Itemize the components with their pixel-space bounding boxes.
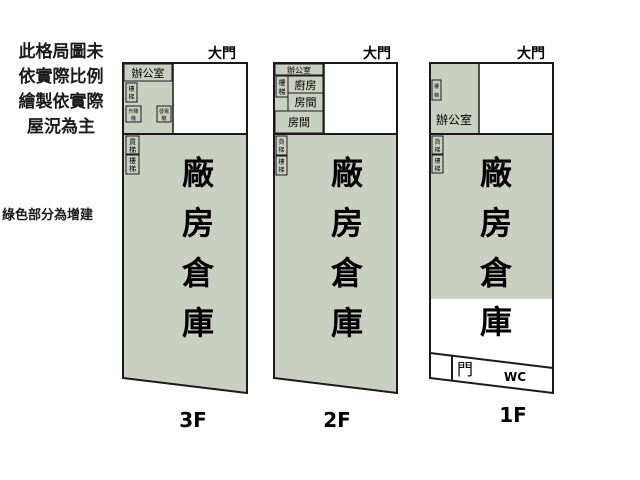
gate-label: 大門 bbox=[517, 45, 545, 62]
warehouse-label: 倉 bbox=[330, 254, 364, 292]
generator-label: 發電 bbox=[159, 108, 169, 115]
freight-lift-room bbox=[125, 135, 140, 155]
warehouse-label: 房 bbox=[331, 204, 363, 242]
warehouse-label: 倉 bbox=[181, 254, 215, 292]
disclaimer-note: 此格局圖未 依實際比例 繪製依實際 屋況為主 bbox=[0, 40, 122, 140]
freight-lift-label: 貨 bbox=[434, 138, 440, 146]
warehouse-label: 庫 bbox=[182, 304, 214, 342]
floor-label: 3F bbox=[179, 408, 207, 432]
warehouse-label: 房 bbox=[480, 204, 512, 242]
open-area bbox=[324, 63, 397, 134]
freight-lift-label: 梯 bbox=[278, 146, 284, 154]
freight-lift-label: 貨 bbox=[129, 137, 136, 146]
stair-label: 樓 bbox=[279, 78, 286, 87]
stair-label: 梯 bbox=[278, 166, 284, 174]
freight-lift-label: 貨 bbox=[278, 138, 284, 146]
bedroom-label: 房間 bbox=[288, 116, 310, 129]
elevator-label: 升降 bbox=[128, 108, 138, 115]
green-extension-area bbox=[123, 134, 247, 393]
floor-outline bbox=[429, 62, 554, 395]
green-extension-area bbox=[430, 134, 553, 299]
generator-label: 機 bbox=[161, 115, 166, 122]
disclaimer-line: 此格局圖未 bbox=[18, 42, 104, 62]
open-area bbox=[173, 63, 247, 134]
gate-label: 大門 bbox=[208, 45, 236, 62]
office-label: 辦公室 bbox=[287, 65, 311, 75]
floor-1f: 大門 樓 梯 辦公室 貨 梯 樓 梯 廠 房 倉 庫 門 WC 1F bbox=[429, 45, 554, 427]
warehouse-label: 廠 bbox=[331, 154, 363, 192]
warehouse-label: 庫 bbox=[331, 304, 363, 342]
freight-lift-room bbox=[275, 135, 288, 156]
green-legend: 綠色部分為增建 bbox=[2, 208, 94, 223]
floor-label: 1F bbox=[499, 403, 527, 427]
disclaimer-line: 屋況為主 bbox=[27, 117, 95, 137]
elevator-room bbox=[125, 105, 142, 123]
floor-2f: 大門 辦公室 樓 梯 廚房 房間 房間 貨 梯 樓 梯 廠 房 倉 庫 2F bbox=[273, 45, 398, 432]
stair-room bbox=[125, 154, 140, 175]
stair-label: 梯 bbox=[434, 165, 440, 173]
kitchen-label: 廚房 bbox=[295, 78, 317, 92]
stair-room bbox=[275, 155, 288, 176]
wc-label: WC bbox=[504, 370, 526, 384]
freight-lift-label: 梯 bbox=[434, 146, 440, 154]
office-room bbox=[274, 63, 324, 76]
stair-label: 樓 bbox=[129, 156, 136, 165]
stair-label: 梯 bbox=[129, 164, 136, 173]
warehouse-label: 倉 bbox=[479, 254, 513, 292]
stair-label: 梯 bbox=[128, 93, 134, 101]
stair-label: 梯 bbox=[434, 92, 439, 99]
gate-label: 大門 bbox=[363, 45, 391, 62]
stair-label: 樓 bbox=[128, 85, 134, 93]
elevator-label: 機 bbox=[131, 115, 136, 122]
open-area bbox=[479, 63, 553, 134]
floor-outline bbox=[273, 62, 398, 395]
generator-room bbox=[156, 105, 172, 123]
stair-room bbox=[125, 82, 138, 103]
door-label: 門 bbox=[457, 360, 473, 379]
stair-label: 樓 bbox=[434, 83, 439, 90]
stair-label: 樓 bbox=[434, 157, 440, 165]
warehouse-label: 廠 bbox=[480, 154, 512, 192]
freight-lift-label: 梯 bbox=[129, 145, 136, 154]
stair-room bbox=[431, 79, 442, 101]
office-label: 辦公室 bbox=[436, 112, 472, 127]
freight-lift-room bbox=[431, 135, 444, 155]
disclaimer-line: 繪製依實際 bbox=[18, 92, 104, 112]
floor-label: 2F bbox=[323, 408, 351, 432]
floor-outline bbox=[122, 62, 248, 395]
office-room bbox=[123, 63, 173, 82]
bedroom-label: 房間 bbox=[295, 96, 317, 109]
stair-label: 樓 bbox=[278, 158, 284, 166]
warehouse-label: 房 bbox=[182, 204, 214, 242]
floor-3f: 大門 辦公室 樓 梯 升降 機 發電 機 貨 梯 樓 梯 廠 房 倉 bbox=[122, 45, 248, 432]
wall bbox=[429, 352, 554, 369]
warehouse-label: 廠 bbox=[182, 154, 214, 192]
stair-label: 梯 bbox=[279, 87, 286, 96]
warehouse-label: 庫 bbox=[480, 303, 512, 341]
bedroom bbox=[274, 110, 324, 134]
disclaimer-line: 依實際比例 bbox=[18, 67, 104, 87]
office-label: 辦公室 bbox=[132, 66, 165, 80]
stair-room bbox=[431, 154, 444, 174]
green-extension-area bbox=[274, 134, 397, 393]
